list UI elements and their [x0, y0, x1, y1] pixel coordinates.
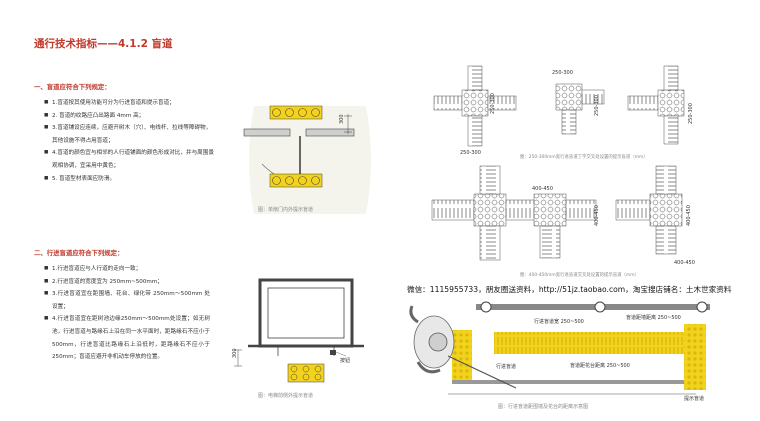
- door-caption: 图：单扇门内外提示盲道: [258, 207, 314, 213]
- page-title: 通行技术指标——4.1.2 盲道: [34, 38, 173, 50]
- elevator-tactile-tiles: [287, 363, 325, 383]
- elevator-dim-label: 300: [232, 348, 238, 358]
- list-item: 3.行进盲道宜在距围墙、花台、绿化带 250mm～500mm 处设置；: [44, 288, 210, 313]
- list-item: 2. 盲道的纹路应凸出路面 4mm 高；: [44, 110, 214, 123]
- elevator-diagram: 按钮 300: [232, 278, 364, 383]
- section1-list: 1.盲道按其使用功能可分为行进盲道和提示盲道； 2. 盲道的纹路应凸出路面 4m…: [44, 97, 214, 185]
- section1-heading: 一、盲道应符合下列规定：: [34, 83, 111, 91]
- door-dim-label: 300: [339, 114, 345, 124]
- list-item: 1.盲道按其使用功能可分为行进盲道和提示盲道；: [44, 97, 214, 110]
- walk-diagram: 行进盲道宽 250~500 盲道距墙距离 250~500 盲道距花台距离 250…: [409, 301, 710, 402]
- dim-label: 250-300: [552, 70, 573, 76]
- section2-heading: 二、行进盲道应符合下列规定：: [34, 249, 124, 257]
- walk-label: 盲道距花台距离 250~500: [570, 362, 630, 369]
- turn-small-diagram: 250-300 250-300 250-300 250-300 250-300: [433, 65, 694, 156]
- dim-label: 250-300: [594, 95, 600, 116]
- dim-label: 400-450: [674, 260, 695, 266]
- turn-large-caption: 图：400-450mm宽行进盲道交叉处设置的提示盲道（mm）: [520, 273, 639, 278]
- turn-small-caption: 图：250-300mm宽行进盲道丁字交叉处设置的提示盲道（mm）: [520, 155, 648, 160]
- elevator-button-label: 按钮: [340, 357, 350, 364]
- walk-label: 行进盲道: [496, 363, 516, 370]
- dim-label: 250-300: [460, 150, 481, 156]
- dim-label: 400-450: [594, 205, 600, 226]
- walk-label: 行进盲道宽 250~500: [534, 318, 584, 325]
- list-item: 4.盲道的颜色宜与相邻的人行道铺面的颜色形成对比，并与周围景观相协调，宜采用中黄…: [44, 147, 214, 172]
- walk-caption: 图：行进盲道距围墙及花台的距离示意图: [498, 404, 589, 410]
- elevator-caption: 图：电梯前侧外提示盲道: [258, 393, 314, 399]
- door-diagram: 300: [243, 105, 371, 214]
- walk-label: 盲道距墙距离 250~500: [626, 314, 681, 321]
- tactile-tiles-bottom: [269, 173, 323, 188]
- dim-label: 250-300: [688, 103, 694, 124]
- tactile-tiles-top: [269, 105, 323, 120]
- watermark-text: 微信：1115955733，朋友圈送资料，http://51jz.taobao.…: [407, 285, 732, 294]
- walk-label: 提示盲道: [684, 395, 704, 402]
- list-item: 1.行进盲道应与人行道的走向一致；: [44, 263, 210, 276]
- walker-figure: [409, 305, 517, 389]
- dim-label: 250-300: [490, 93, 496, 114]
- list-item: 5. 盲道型材表面应防滑。: [44, 173, 214, 186]
- section2-list: 1.行进盲道应与人行道的走向一致； 2.行进盲道的宽度宜为 250mm~500m…: [44, 263, 210, 364]
- list-item: 2.行进盲道的宽度宜为 250mm~500mm；: [44, 276, 210, 289]
- dim-label: 400-450: [686, 205, 692, 226]
- list-item: 4.行进盲道宜在距树池边缘250mm～500mm处设置；如无树池，行进盲道与路缘…: [44, 313, 210, 363]
- dim-label: 400-450: [532, 186, 553, 192]
- list-item: 3.盲道铺设应连续，应避开树木（穴）、电线杆、拉线等障碍物，其他设施不得占用盲道…: [44, 122, 214, 147]
- turn-large-diagram: 400-450 400-450 400-450 400-450: [431, 165, 695, 266]
